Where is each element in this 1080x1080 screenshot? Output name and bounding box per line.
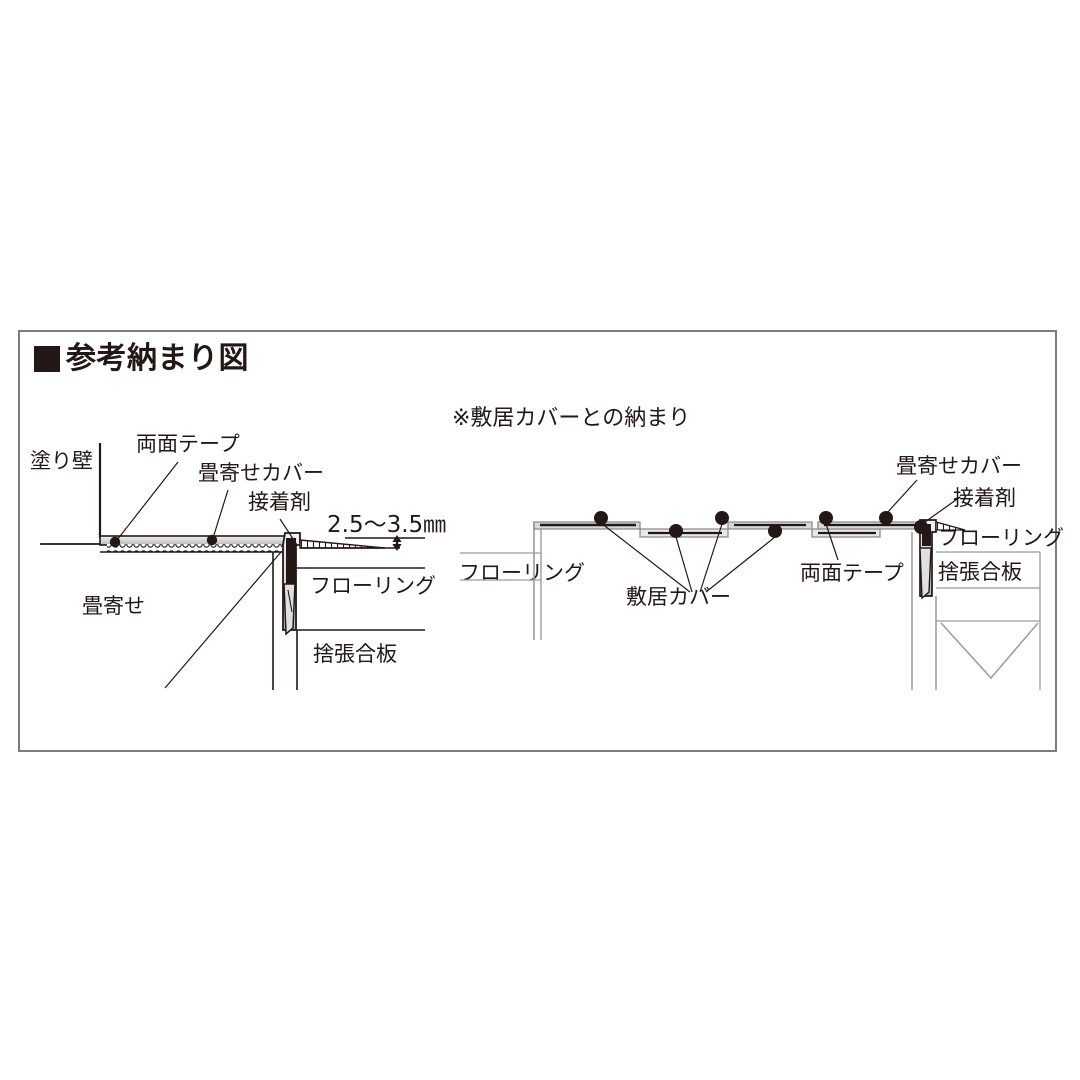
label-adhesive-left: 接着剤	[248, 490, 311, 514]
label-flooring-right: フローリング	[938, 526, 1064, 550]
label-flooring-left: フローリング	[310, 574, 436, 598]
label-threshold-cover: 敷居カバー	[626, 585, 731, 609]
label-adhesive-right: 接着剤	[953, 486, 1016, 510]
label-subfloor-plywood-left: 捨張合板	[313, 642, 397, 666]
label-tatami-edge-cover-left: 畳寄せカバー	[198, 461, 324, 485]
label-subfloor-plywood-right: 捨張合板	[938, 560, 1022, 584]
label-plaster-wall: 塗り壁	[30, 449, 93, 473]
section-title: 参考納まり図	[34, 344, 249, 374]
label-double-sided-tape-right: 両面テープ	[800, 561, 904, 585]
right-diagram-heading: ※敷居カバーとの納まり	[452, 406, 691, 431]
label-dimension-thickness: 2.5〜3.5㎜	[327, 512, 447, 538]
label-double-sided-tape-left: 両面テープ	[136, 432, 240, 456]
label-flooring-right-left-side: フローリング	[459, 561, 585, 585]
diagram-frame	[18, 330, 1057, 752]
page-title: 参考納まり図	[66, 341, 249, 376]
label-tatami-edge-cover-right: 畳寄せカバー	[896, 454, 1022, 478]
label-tatami-edge: 畳寄せ	[82, 594, 145, 618]
square-bullet-icon	[34, 346, 60, 372]
